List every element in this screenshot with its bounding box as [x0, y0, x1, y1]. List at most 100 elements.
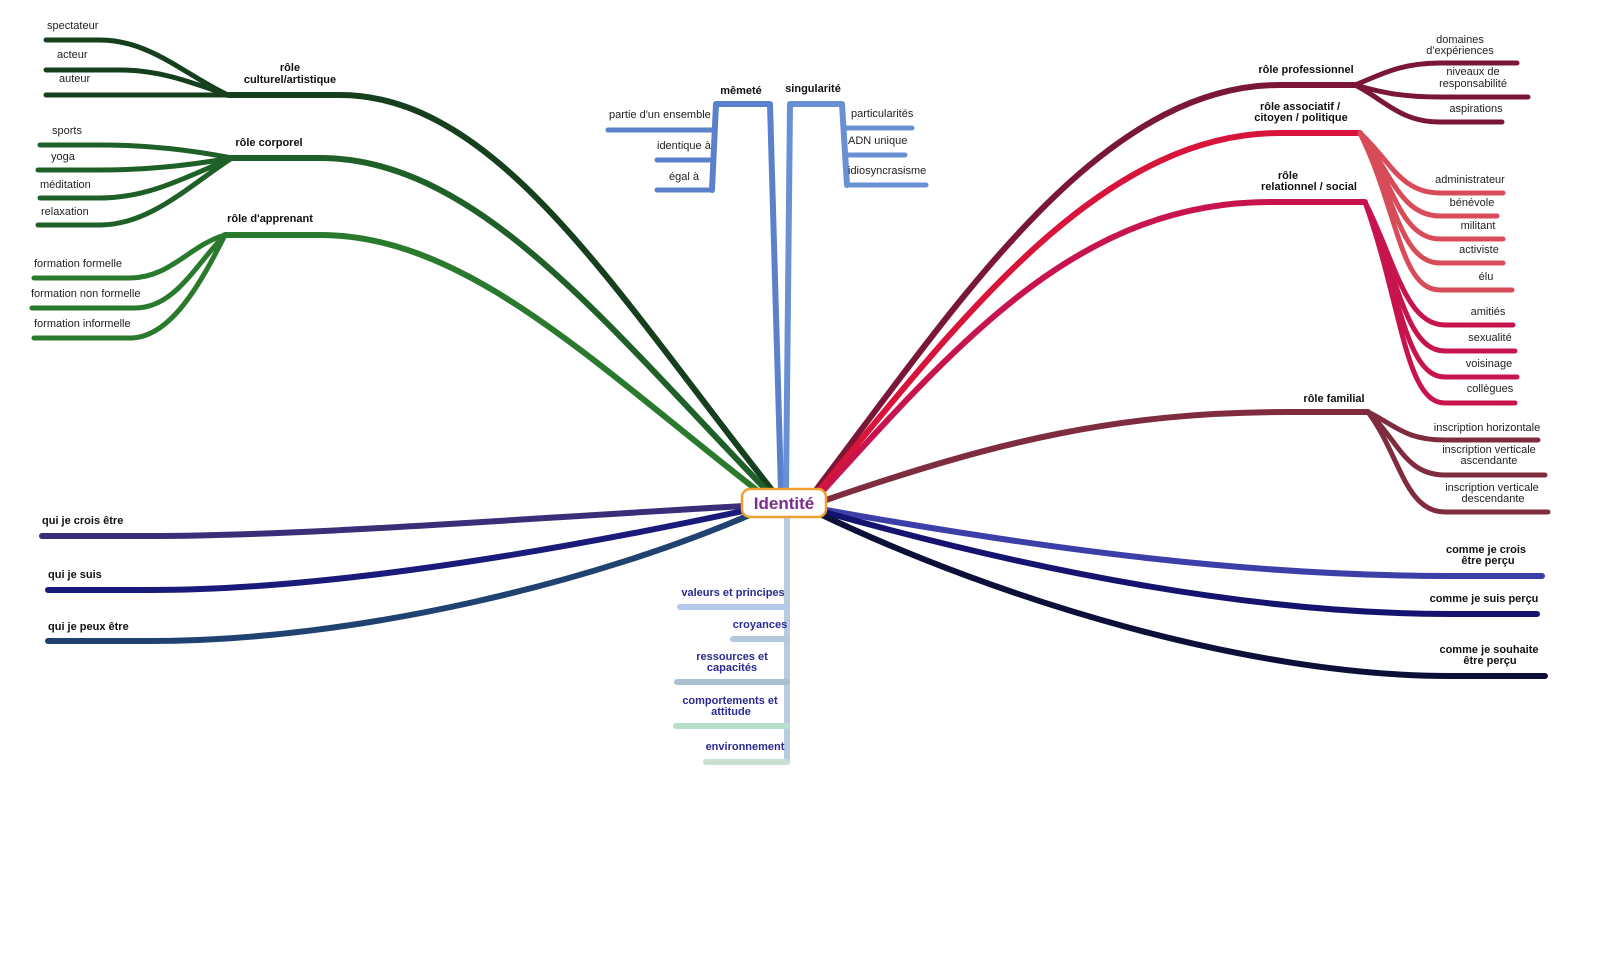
- leaf-relaxation: relaxation: [41, 206, 89, 218]
- leaf-voisinage: voisinage: [1466, 358, 1512, 370]
- label-role-culturel-2: culturel/artistique: [244, 74, 336, 86]
- link-qui-je-suis: [45, 507, 751, 593]
- leaf-sexualite: sexualité: [1468, 332, 1511, 344]
- link-singularite: [783, 101, 850, 493]
- leaf-formation-formelle: formation formelle: [34, 258, 122, 270]
- branch-singularite: singularité particularités ADN unique id…: [783, 83, 929, 493]
- leaf-domaines-2: d'expériences: [1426, 45, 1494, 57]
- central-node-title: Identité: [754, 494, 814, 513]
- label-ressources-1: ressources et: [696, 651, 768, 663]
- label-singularite: singularité: [785, 83, 841, 95]
- leaf-yoga: yoga: [51, 151, 76, 163]
- link-corporel: [229, 155, 781, 505]
- label-role-familial: rôle familial: [1303, 393, 1364, 405]
- leaf-particularites: particularités: [851, 108, 914, 120]
- leaf-sports: sports: [52, 125, 82, 137]
- leaf-line-formation-formelle: [31, 232, 228, 281]
- leaf-line-aspirations: [1352, 82, 1505, 125]
- branch-role-apprenant: rôle d'apprenant formation formelle form…: [29, 213, 779, 508]
- branch-role-familial: rôle familial inscription horizontale in…: [823, 393, 1551, 515]
- label-comme-je-crois-2: être perçu: [1461, 555, 1514, 567]
- leaf-line-yoga: [35, 155, 235, 173]
- label-qui-je-suis: qui je suis: [48, 569, 102, 581]
- link-memete: [709, 101, 784, 493]
- leaf-line-sports: [37, 142, 235, 161]
- branch-role-relationnel: rôle relationnel / social amitiés sexual…: [817, 170, 1520, 497]
- leaf-line-formation-non-formelle: [29, 232, 228, 311]
- leaf-formation-non-formelle: formation non formelle: [31, 288, 140, 300]
- link-associatif: [815, 130, 1363, 495]
- label-comme-je-crois-1: comme je crois: [1446, 544, 1526, 556]
- leaf-militant: militant: [1461, 220, 1496, 232]
- label-environnement: environnement: [706, 741, 785, 753]
- leaf-line-collegues: [1362, 199, 1518, 406]
- label-role-associatif-2: citoyen / politique: [1254, 112, 1348, 124]
- leaf-aspirations: aspirations: [1449, 103, 1503, 115]
- label-comme-je-souhaite-1: comme je souhaite: [1439, 644, 1538, 656]
- branch-bottom: valeurs et principes croyances ressource…: [673, 513, 790, 765]
- link-qui-je-crois-etre: [39, 503, 747, 539]
- label-role-culturel-1: rôle: [280, 62, 300, 74]
- leaf-benevole: bénévole: [1450, 197, 1495, 209]
- leaf-line-spectateur: [43, 37, 231, 98]
- label-comme-je-suis-percu: comme je suis perçu: [1430, 593, 1539, 605]
- label-memete: mêmeté: [720, 85, 762, 97]
- label-valeurs-principes: valeurs et principes: [681, 587, 784, 599]
- link-professionnel: [813, 82, 1358, 493]
- branch-role-associatif: rôle associatif / citoyen / politique ad…: [815, 101, 1515, 495]
- label-role-corporel: rôle corporel: [235, 137, 302, 149]
- leaf-idiosyncrasisme: idiosyncrasisme: [848, 165, 926, 177]
- leaf-acteur: acteur: [57, 49, 88, 61]
- label-qui-je-peux-etre: qui je peux être: [48, 621, 129, 633]
- label-ressources-2: capacités: [707, 662, 757, 674]
- leaf-line-acteur: [43, 67, 231, 98]
- leaf-collegues: collègues: [1467, 383, 1514, 395]
- label-croyances: croyances: [733, 619, 787, 631]
- leaf-line-elu: [1357, 130, 1515, 293]
- branch-role-professionnel: rôle professionnel domaines d'expérience…: [813, 34, 1531, 493]
- link-culturel: [225, 92, 783, 503]
- label-role-relationnel-2: relationnel / social: [1261, 181, 1357, 193]
- label-role-professionnel: rôle professionnel: [1258, 64, 1353, 76]
- leaf-activiste: activiste: [1459, 244, 1499, 256]
- leaf-horizontale: inscription horizontale: [1434, 422, 1540, 434]
- leaf-line-formation-informelle: [31, 232, 228, 341]
- leaf-line-meditation: [37, 155, 235, 201]
- branch-left-bottom: qui je crois être qui je suis qui je peu…: [39, 503, 755, 644]
- leaf-line-relaxation: [35, 155, 235, 228]
- link-apprenant: [222, 232, 779, 508]
- link-qui-je-peux-etre: [45, 511, 755, 644]
- central-node[interactable]: Identité: [740, 487, 828, 519]
- label-role-associatif-1: rôle associatif /: [1260, 101, 1340, 113]
- leaf-niveaux-2: responsabilité: [1439, 78, 1507, 90]
- leaf-meditation: méditation: [40, 179, 91, 191]
- label-role-apprenant: rôle d'apprenant: [227, 213, 313, 225]
- label-comportements-2: attitude: [711, 706, 751, 718]
- leaf-egal: égal à: [669, 171, 700, 183]
- leaf-auteur: auteur: [59, 73, 91, 85]
- central-node-box[interactable]: [740, 487, 828, 519]
- leaf-formation-informelle: formation informelle: [34, 318, 131, 330]
- label-comportements-1: comportements et: [682, 695, 778, 707]
- branch-memete: mêmeté partie d'un ensemble identique à …: [605, 85, 784, 493]
- leaf-adn-unique: ADN unique: [848, 135, 907, 147]
- branch-role-culturel: rôle culturel/artistique spectateur acte…: [43, 20, 783, 503]
- leaf-descendante-2: descendante: [1462, 493, 1525, 505]
- leaf-line-descendante: [1365, 409, 1551, 515]
- leaf-administrateur: administrateur: [1435, 174, 1505, 186]
- leaf-ascendante-1: inscription verticale: [1442, 444, 1536, 456]
- link-comme-je-crois-etre-percu: [823, 507, 1545, 579]
- link-comme-je-suis-percu: [821, 509, 1540, 617]
- leaf-descendante-1: inscription verticale: [1445, 482, 1539, 494]
- leaf-identique: identique à: [657, 140, 712, 152]
- leaf-partie-ensemble: partie d'un ensemble: [609, 109, 711, 121]
- label-qui-je-crois-etre: qui je crois être: [42, 515, 123, 527]
- leaf-line-horizontale: [1365, 409, 1541, 443]
- leaf-ascendante-2: ascendante: [1461, 455, 1518, 467]
- link-comme-je-souhaite-etre-percu: [817, 511, 1548, 679]
- leaf-domaines-1: domaines: [1436, 34, 1484, 46]
- leaf-amities: amitiés: [1471, 306, 1506, 318]
- link-relationnel: [817, 199, 1368, 497]
- branch-right-bottom: comme je crois être perçu comme je suis …: [817, 507, 1548, 679]
